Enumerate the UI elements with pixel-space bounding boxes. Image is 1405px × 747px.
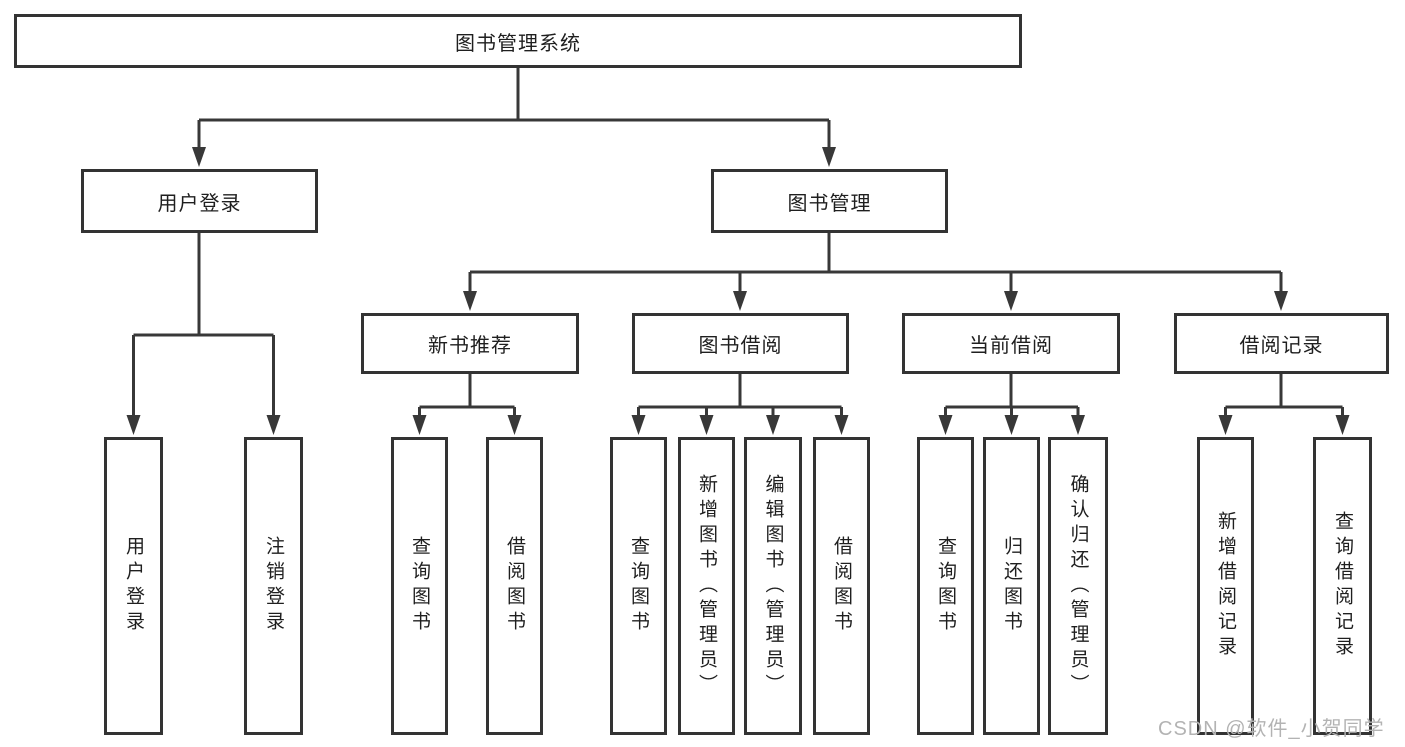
leaf-user-login: 用户登录 bbox=[104, 437, 163, 735]
node-book-borrowing: 图书借阅 bbox=[632, 313, 849, 374]
node-current-borrowing: 当前借阅 bbox=[902, 313, 1120, 374]
leaf-confirm-return-admin: 确认归还（管理员） bbox=[1048, 437, 1108, 735]
leaf-return-books: 归还图书 bbox=[983, 437, 1040, 735]
node-new-book-recommendation: 新书推荐 bbox=[361, 313, 579, 374]
leaf-query-borrow-record: 查询借阅记录 bbox=[1313, 437, 1372, 735]
leaf-query-books-recommend: 查询图书 bbox=[391, 437, 448, 735]
leaf-logout-login: 注销登录 bbox=[244, 437, 303, 735]
leaf-add-books-admin: 新增图书（管理员） bbox=[678, 437, 735, 735]
leaf-borrow-books-borrowing: 借阅图书 bbox=[813, 437, 870, 735]
node-borrowing-records: 借阅记录 bbox=[1174, 313, 1389, 374]
leaf-borrow-books-recommend: 借阅图书 bbox=[486, 437, 543, 735]
leaf-query-books-current: 查询图书 bbox=[917, 437, 974, 735]
watermark: CSDN @软件_小贺同学 bbox=[1158, 718, 1385, 740]
leaf-edit-books-admin: 编辑图书（管理员） bbox=[744, 437, 802, 735]
leaf-add-borrow-record: 新增借阅记录 bbox=[1197, 437, 1254, 735]
node-book-management: 图书管理 bbox=[711, 169, 948, 233]
node-user-login: 用户登录 bbox=[81, 169, 318, 233]
node-book-management-system: 图书管理系统 bbox=[14, 14, 1022, 68]
leaf-query-books-borrowing: 查询图书 bbox=[610, 437, 667, 735]
